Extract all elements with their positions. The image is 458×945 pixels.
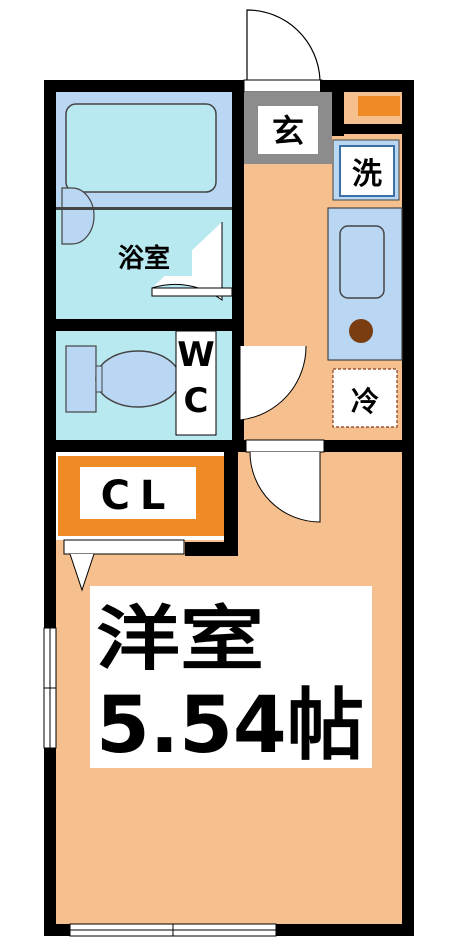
bath-label: 浴室 — [118, 243, 170, 274]
closet — [56, 452, 238, 592]
room-door-swing — [245, 439, 325, 523]
side-window — [43, 627, 57, 749]
bathtub — [65, 103, 217, 193]
bottom-window — [69, 923, 277, 937]
western-room-name: 洋室 — [96, 598, 264, 680]
fridge-space — [332, 368, 398, 428]
sink — [339, 225, 385, 299]
bath-label-bg — [96, 236, 192, 276]
wc-door-swing — [239, 345, 307, 421]
wc-label-w: W — [177, 335, 215, 375]
closet-label-bg — [80, 467, 196, 519]
wc-label-c: C — [184, 381, 209, 421]
toilet-bowl — [95, 350, 181, 408]
genkan-label-box — [258, 106, 318, 154]
meter-box — [358, 96, 400, 116]
closet-door-swing — [69, 553, 95, 592]
closet-label: CL — [101, 473, 176, 519]
washer-label: 洗 — [352, 157, 382, 192]
kitchen-counter — [327, 207, 403, 361]
entrance-door-swing — [243, 9, 323, 93]
stove-burner — [349, 319, 373, 343]
wash-basin — [61, 187, 95, 245]
fridge-label: 冷 — [351, 385, 379, 418]
wc-label-bg — [175, 330, 217, 436]
western-room-size: 5.54帖 — [96, 681, 364, 771]
toilet-room — [56, 330, 232, 440]
genkan-label: 玄 — [272, 112, 304, 150]
western-room-label-bg — [90, 586, 372, 768]
